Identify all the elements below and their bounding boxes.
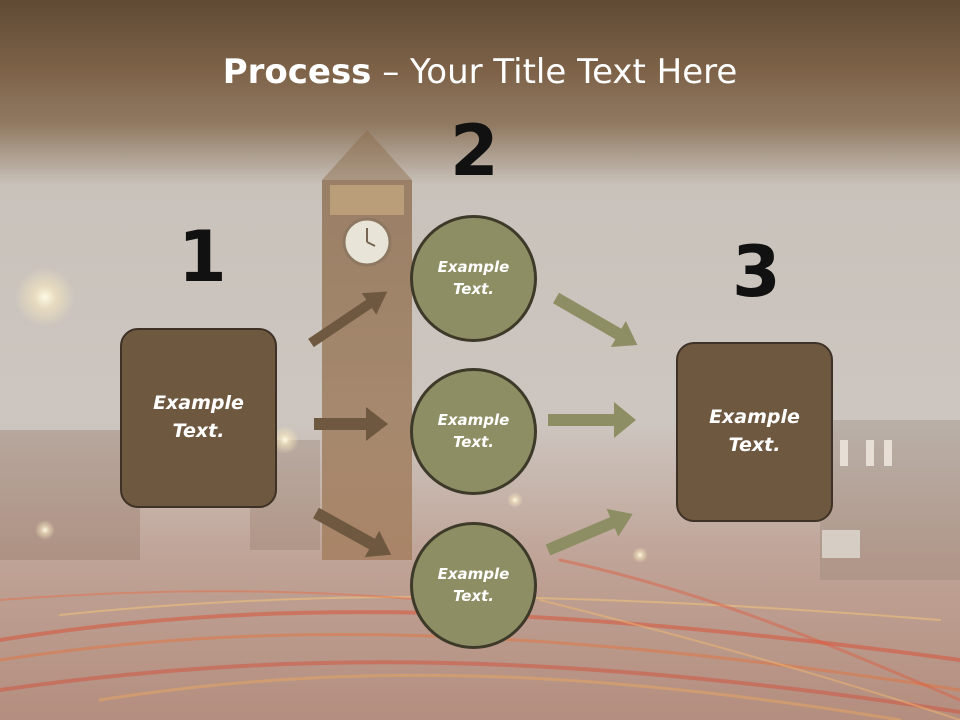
step-3-text: Example Text. <box>709 406 800 456</box>
step-number-1: 1 <box>178 216 227 298</box>
arrows-right <box>545 292 638 556</box>
step-number-2: 2 <box>450 110 499 192</box>
arrow-right-icon <box>548 402 636 438</box>
circle-text-top: Example Text. <box>437 257 510 298</box>
arrows-left <box>308 291 392 558</box>
step-2-circle-middle: Example Text. <box>410 368 537 495</box>
title-bold: Process <box>222 52 372 92</box>
step-1-text: Example Text. <box>153 392 244 442</box>
arrow-down-right-icon <box>553 292 638 347</box>
arrow-down-right-icon <box>313 507 392 558</box>
clock-tower <box>322 130 412 560</box>
step-1-box: Example Text. <box>120 328 277 508</box>
step-3-box: Example Text. <box>676 342 833 522</box>
step-number-3: 3 <box>732 231 781 313</box>
circle-text-middle: Example Text. <box>437 410 510 451</box>
title-rest: – Your Title Text Here <box>371 52 738 92</box>
arrow-right-icon <box>314 407 388 441</box>
slide-title: Process – Your Title Text Here <box>0 52 960 92</box>
arrow-up-right-icon <box>308 291 388 348</box>
step-2-circle-bottom: Example Text. <box>410 522 537 649</box>
step-2-circle-top: Example Text. <box>410 215 537 342</box>
circle-text-bottom: Example Text. <box>437 564 510 605</box>
arrow-up-right-icon <box>545 508 633 556</box>
